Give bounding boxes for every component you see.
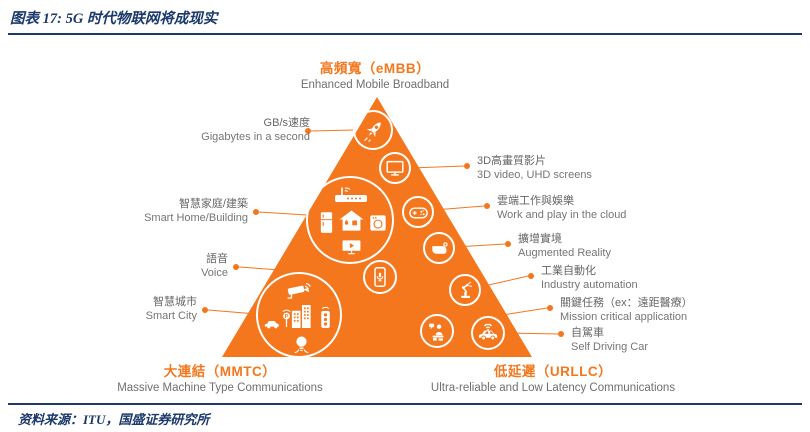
header-rule bbox=[8, 33, 802, 35]
mmtc-corner-label: 大連結（MMTC） Massive Machine Type Communica… bbox=[95, 360, 345, 394]
callout-smart-city: 智慧城市 Smart City bbox=[146, 296, 197, 323]
telemedicine-icon bbox=[428, 323, 443, 341]
smart-city-node: P bbox=[256, 272, 342, 358]
callout-smart-home: 智慧家庭/建築 Smart Home/Building bbox=[144, 198, 248, 225]
callout-zh: 智慧城市 bbox=[153, 296, 197, 308]
self-driving-car-node bbox=[471, 316, 505, 350]
parking-car-icon: P bbox=[264, 309, 291, 329]
callout-en: Gigabytes in a second bbox=[201, 130, 310, 143]
rocket-node bbox=[353, 110, 393, 150]
source-note: 资料来源：ITU，国盛证券研究所 bbox=[18, 412, 210, 427]
callout-zh: 3D高畫質影片 bbox=[477, 155, 547, 167]
callout-en: Mission critical application bbox=[560, 310, 688, 323]
tv-icon bbox=[386, 160, 404, 176]
buildings-icon bbox=[291, 305, 311, 328]
media-player-icon bbox=[342, 240, 361, 255]
figure-title: 图表 17: 5G 时代物联网将成现实 bbox=[10, 11, 218, 27]
light-bulb-icon bbox=[294, 336, 309, 354]
ar-glasses-icon bbox=[431, 241, 448, 254]
robot-arm-icon bbox=[460, 281, 472, 298]
tv-node bbox=[379, 152, 411, 184]
urllc-label-en: Ultra-reliable and Low Latency Communica… bbox=[430, 382, 676, 394]
callout-mission-critical: 關鍵任務（ex：遠距醫療） Mission critical applicati… bbox=[560, 297, 693, 324]
callout-voice: 語音 Voice bbox=[201, 253, 228, 280]
callout-en: 3D video, UHD screens bbox=[477, 168, 592, 181]
callout-zh: 關鍵任務（ex：遠距醫療） bbox=[560, 297, 693, 309]
callout-self-driving: 自駕車 Self Driving Car bbox=[571, 327, 648, 354]
callout-zh: 自駕車 bbox=[571, 327, 604, 339]
urllc-label-zh: 低延遲（URLLC） bbox=[493, 364, 613, 379]
urllc-corner-label: 低延遲（URLLC） Ultra-reliable and Low Latenc… bbox=[403, 360, 703, 394]
callout-augmented-reality: 擴增實境 Augmented Reality bbox=[518, 233, 611, 260]
robot-arm-node bbox=[449, 274, 481, 306]
callout-zh: 工業自動化 bbox=[541, 265, 596, 277]
callout-en: Augmented Reality bbox=[518, 246, 611, 259]
callout-3d-video: 3D高畫質影片 3D video, UHD screens bbox=[477, 155, 592, 182]
smart-house-icon bbox=[339, 210, 364, 231]
telemedicine-node bbox=[420, 314, 454, 348]
callout-zh: GB/s速度 bbox=[263, 117, 310, 129]
mmtc-label-zh: 大連結（MMTC） bbox=[163, 364, 277, 379]
washing-machine-icon bbox=[370, 215, 386, 231]
footer-rule bbox=[8, 403, 802, 405]
mmtc-label-en: Massive Machine Type Communications bbox=[117, 382, 323, 394]
callout-en: Self Driving Car bbox=[571, 340, 649, 353]
smart-home-node bbox=[306, 176, 394, 264]
embb-label-zh: 高頻寬（eMBB） bbox=[319, 61, 431, 76]
router-icon bbox=[335, 187, 367, 202]
callout-en: Work and play in the cloud bbox=[497, 208, 627, 221]
voice-node bbox=[363, 260, 397, 294]
embb-label-en: Enhanced Mobile Broadband bbox=[300, 79, 450, 91]
callout-cloud: 雲端工作與娛樂 Work and play in the cloud bbox=[497, 195, 626, 222]
callout-zh: 擴增實境 bbox=[518, 233, 562, 245]
callout-en: Smart City bbox=[145, 309, 197, 322]
callout-gbs-speed: GB/s速度 Gigabytes in a second bbox=[201, 117, 310, 144]
svg-text:P: P bbox=[285, 314, 289, 320]
callout-en: Industry automation bbox=[541, 278, 638, 291]
callout-zh: 智慧家庭/建築 bbox=[178, 198, 248, 210]
gamepad-node bbox=[402, 196, 434, 228]
callout-industry-automation: 工業自動化 Industry automation bbox=[541, 265, 638, 292]
callout-zh: 語音 bbox=[206, 253, 228, 265]
gamepad-icon bbox=[408, 206, 428, 218]
traffic-light-icon bbox=[321, 306, 330, 328]
callout-en: Voice bbox=[201, 266, 228, 279]
phone-mic-icon bbox=[374, 267, 386, 287]
fridge-icon bbox=[320, 212, 333, 233]
cctv-camera-icon bbox=[287, 283, 311, 299]
self-driving-car-icon bbox=[478, 323, 498, 341]
rocket-icon bbox=[363, 121, 381, 142]
callout-en: Smart Home/Building bbox=[144, 211, 248, 224]
embb-corner-label: 高頻寬（eMBB） Enhanced Mobile Broadband bbox=[255, 57, 495, 91]
callout-zh: 雲端工作與娛樂 bbox=[497, 195, 574, 207]
ar-node bbox=[423, 232, 455, 264]
